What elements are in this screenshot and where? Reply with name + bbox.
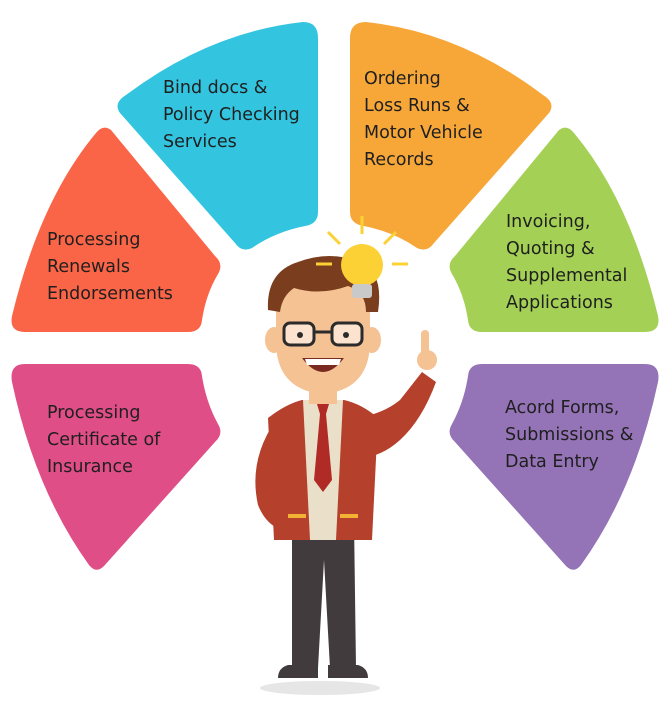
raised-hand <box>417 350 437 370</box>
segment-acord-shape <box>449 364 659 570</box>
segment-invoicing-shape <box>449 127 659 332</box>
right-eye <box>343 332 349 338</box>
segment-bind-docs-shape <box>117 22 318 250</box>
businessman-illustration <box>255 216 437 695</box>
segment-label-line: Motor Vehicle <box>364 123 483 143</box>
left-pocket <box>288 514 306 518</box>
segment-label-line: Acord Forms, <box>505 398 619 418</box>
segment-label-line: Records <box>364 150 434 170</box>
bulb-ray <box>382 230 398 246</box>
segment-label-line: Endorsements <box>47 284 173 304</box>
segment-label-line: Applications <box>506 293 613 313</box>
segment-acord-label: Acord Forms, Submissions & Data Entry <box>505 398 634 472</box>
segment-label-line: Insurance <box>47 457 133 477</box>
segment-label-line: Bind docs & <box>163 78 268 98</box>
left-shoe <box>278 665 318 678</box>
segment-label-line: Ordering <box>364 69 441 89</box>
segment-label-line: Supplemental <box>506 266 627 286</box>
segment-loss-runs-shape <box>350 22 552 250</box>
teeth <box>305 359 341 365</box>
segment-label-line: Policy Checking <box>163 105 300 125</box>
lightbulb-icon <box>316 216 408 298</box>
right-pocket <box>340 514 358 518</box>
bulb-base <box>352 284 372 298</box>
segment-renewals-shape <box>11 127 221 332</box>
tie <box>314 404 332 492</box>
segment-label-line: Invoicing, <box>506 212 590 232</box>
segment-label-line: Data Entry <box>505 452 599 472</box>
segment-label-line: Services <box>163 132 237 152</box>
segment-certificate-shape <box>11 364 221 570</box>
head <box>276 266 370 394</box>
segment-label-line: Processing <box>47 230 140 250</box>
segment-label-line: Quoting & <box>506 239 595 259</box>
bulb-glass <box>341 244 383 286</box>
segment-acord: Acord Forms, Submissions & Data Entry <box>449 364 659 570</box>
right-shoe <box>328 665 368 678</box>
segment-label-line: Renewals <box>47 257 130 277</box>
left-eye <box>297 332 303 338</box>
pants <box>292 520 356 668</box>
segment-label-line: Certificate of <box>47 430 161 450</box>
segment-label-line: Processing <box>47 403 140 423</box>
floor-shadow <box>260 681 380 695</box>
segment-label-line: Submissions & <box>505 425 634 445</box>
pointing-finger <box>421 330 429 356</box>
segment-label-line: Loss Runs & <box>364 96 470 116</box>
bulb-ray <box>326 230 342 246</box>
